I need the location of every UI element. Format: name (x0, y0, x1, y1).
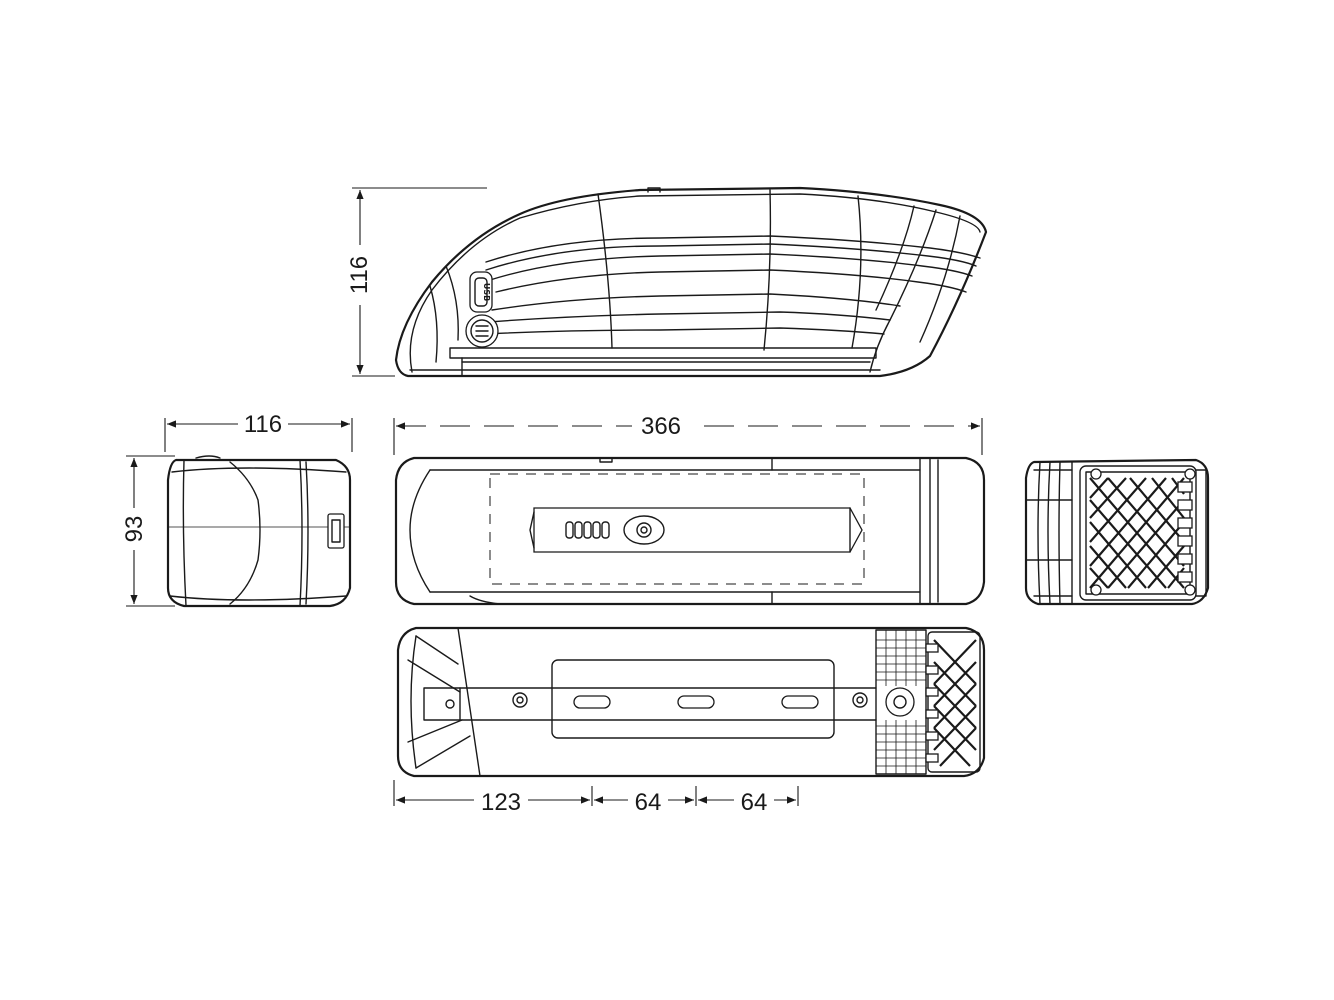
connector-pins (1177, 481, 1193, 583)
vent-grille (875, 629, 927, 775)
dimension-width-end: 116 (164, 408, 353, 452)
dimension-label-mount-offset: 123 (481, 789, 521, 816)
usb-label: USB (482, 283, 491, 301)
dimension-label-height-side: 116 (346, 256, 373, 294)
dimension-label-width-end: 116 (244, 411, 282, 438)
bottom-view (396, 626, 986, 778)
dimension-label-length-total: 366 (641, 413, 681, 440)
dimension-length-total: 366 (393, 410, 983, 455)
dimension-label-mount-spacing-1: 64 (635, 789, 662, 816)
usb-port: USB (469, 271, 493, 313)
top-view (394, 456, 986, 606)
connector-grid (1089, 477, 1185, 589)
dimension-height-side: 116 (338, 187, 487, 377)
charge-indicator-leds (565, 521, 610, 539)
side-view: 116 USB (338, 186, 988, 378)
end-view-right (1024, 458, 1210, 606)
bottom-connector-grid (925, 631, 981, 773)
dimension-height-end: 93 (120, 455, 175, 607)
side-body-outline (394, 186, 988, 378)
key-lock-icon (623, 515, 665, 545)
dimension-label-mount-spacing-2: 64 (741, 789, 768, 816)
end-view-left: 116 93 (120, 408, 353, 608)
dimension-label-height-end: 93 (121, 516, 148, 543)
power-button-icon (465, 314, 499, 348)
dimension-mount-offsets: 123 64 64 (393, 780, 799, 816)
